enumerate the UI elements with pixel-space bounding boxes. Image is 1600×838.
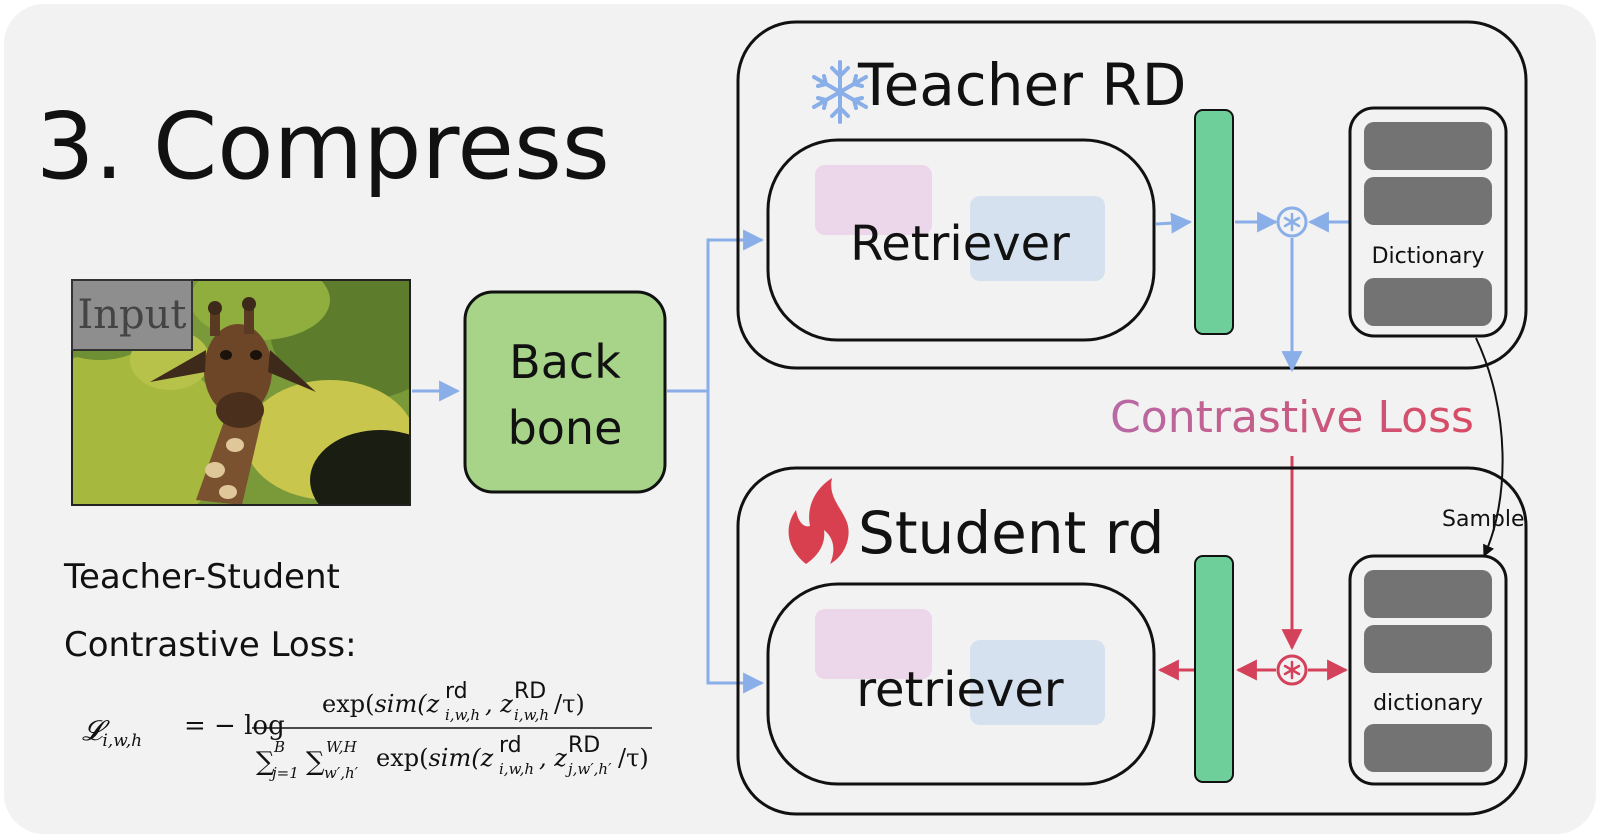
formula-den-sum1-sup: B bbox=[273, 738, 285, 756]
student-retriever-label: retriever bbox=[856, 662, 1064, 718]
student-dict-slot bbox=[1364, 724, 1492, 772]
formula-num-sub2: i,w,h bbox=[514, 706, 549, 724]
formula-num-sub1: i,w,h bbox=[445, 706, 480, 724]
svg-text:exp(sim(z: exp(sim(z bbox=[376, 744, 494, 772]
formula-num-exp: exp( bbox=[322, 690, 374, 718]
student-convolution-op-icon bbox=[1276, 654, 1308, 686]
teacher-retriever-box bbox=[766, 138, 1156, 342]
formula-den-sum1: ∑ bbox=[256, 747, 275, 777]
formula-den-sub1: i,w,h bbox=[499, 760, 534, 778]
formula-den-z: (z bbox=[471, 744, 493, 772]
contrastive-loss-label: Contrastive Loss bbox=[1110, 392, 1474, 443]
teacher-dictionary-label: Dictionary bbox=[1372, 244, 1485, 269]
backbone-label-line2: bone bbox=[508, 401, 623, 455]
input-label: Input bbox=[77, 292, 186, 338]
formula-den-comma: , z bbox=[539, 744, 567, 772]
formula-eq: = − log bbox=[184, 711, 285, 741]
sample-label: Sample bbox=[1442, 507, 1525, 532]
formula-den-sum2-sub: w′,h′ bbox=[324, 764, 359, 782]
sample-arrow bbox=[1475, 337, 1504, 558]
formula-den-end: /τ) bbox=[618, 744, 649, 772]
teacher-dict-slot bbox=[1364, 122, 1492, 170]
formula-den-sub2: j,w′,h′ bbox=[565, 760, 612, 778]
backbone-box bbox=[463, 290, 667, 494]
formula-num-sup-rd: rd bbox=[445, 679, 468, 704]
teacher-convolution-op-icon bbox=[1276, 206, 1308, 238]
student-feature-bar bbox=[1194, 555, 1234, 783]
teacher-pink-patch bbox=[815, 165, 932, 235]
formula-caption-line1: Teacher-Student bbox=[63, 557, 340, 597]
formula-den-sum2-sup: W,H bbox=[326, 738, 358, 756]
teacher-dict-slot bbox=[1364, 278, 1492, 326]
formula-num-end: /τ) bbox=[554, 690, 585, 718]
formula-num-sim: sim bbox=[374, 690, 417, 718]
flame-icon bbox=[788, 478, 849, 564]
student-dict-slot bbox=[1364, 570, 1492, 618]
formula-den-sup-RD: RD bbox=[568, 733, 600, 758]
teacher-retriever-label: Retriever bbox=[850, 216, 1070, 272]
formula-lhs-sub: i,w,h bbox=[102, 731, 142, 751]
formula-den-sum2: ∑ bbox=[306, 747, 325, 777]
contrastive-loss-formula: 𝓛i,w,h = − log exp(sim(z rd i,w,h , z RD… bbox=[82, 679, 652, 782]
page-title: 3. Compress bbox=[36, 93, 610, 200]
formula-num-sup-RD: RD bbox=[514, 679, 546, 704]
formula-den-exp: exp( bbox=[376, 744, 428, 772]
teacher-blue-patch bbox=[970, 196, 1105, 281]
formula-den-sum1-sub: j=1 bbox=[269, 764, 299, 782]
formula-caption-line2: Contrastive Loss: bbox=[64, 625, 357, 665]
student-block: Student rd retriever dictionary bbox=[736, 466, 1528, 816]
input-image-frame bbox=[71, 279, 411, 506]
arrow-backbone-to-student bbox=[706, 391, 765, 694]
svg-text:exp(sim(z: exp(sim(z bbox=[322, 690, 440, 718]
student-blue-patch bbox=[970, 640, 1105, 725]
formula-num-comma: , z bbox=[485, 690, 513, 718]
formula-num-z: (z bbox=[417, 690, 439, 718]
student-retriever-box bbox=[766, 582, 1156, 786]
teacher-title: Teacher RD bbox=[857, 51, 1186, 119]
teacher-dict-slot bbox=[1364, 177, 1492, 225]
student-dictionary-box bbox=[1348, 554, 1508, 786]
student-title: Student rd bbox=[858, 499, 1164, 567]
snowflake-icon bbox=[812, 60, 868, 124]
formula-den-sim: sim bbox=[428, 744, 471, 772]
backbone-label-line1: Back bbox=[509, 335, 621, 389]
arrow-backbone-to-teacher bbox=[667, 229, 765, 393]
student-dict-slot bbox=[1364, 625, 1492, 673]
student-pink-patch bbox=[815, 609, 932, 679]
student-dictionary-label: dictionary bbox=[1373, 691, 1483, 716]
teacher-block: Teacher RD Retriever Dictionary bbox=[736, 20, 1528, 373]
teacher-feature-bar bbox=[1194, 109, 1234, 335]
input-label-box bbox=[71, 279, 193, 351]
arrow-teacher-retriever-to-feature bbox=[1155, 212, 1193, 234]
teacher-dictionary-box bbox=[1348, 106, 1508, 338]
formula-den-sup-rd: rd bbox=[499, 733, 522, 758]
